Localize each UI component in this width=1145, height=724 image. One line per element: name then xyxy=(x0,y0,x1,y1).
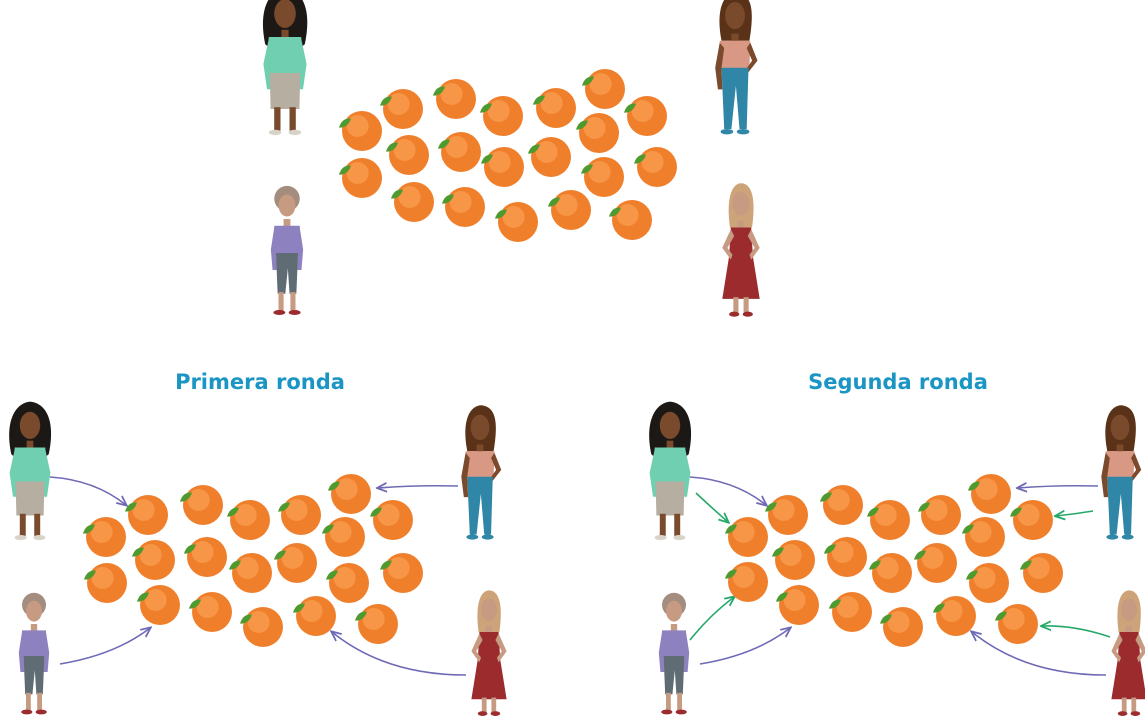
orange-round1-5 xyxy=(328,474,371,514)
orange-round2-8 xyxy=(772,540,815,580)
orange-round2-1 xyxy=(765,495,808,535)
arrow-round2-mint-second xyxy=(695,492,728,522)
orange-initial-5 xyxy=(582,69,625,109)
person-pink-round2 xyxy=(1101,405,1142,540)
orange-round1-9 xyxy=(184,537,227,577)
person-red-initial xyxy=(722,183,760,317)
orange-initial-4 xyxy=(533,88,576,128)
people-layer xyxy=(9,0,1145,716)
orange-round1-3 xyxy=(227,500,270,540)
arrow-round2-pink-first xyxy=(1018,486,1099,488)
orange-initial-2 xyxy=(433,79,476,119)
orange-round1-20 xyxy=(355,604,398,644)
orange-round2-4 xyxy=(918,495,961,535)
arrow-round1-lavender xyxy=(59,628,150,665)
orange-round1-7 xyxy=(83,517,126,557)
person-lavender-round1 xyxy=(18,592,50,715)
orange-initial-13 xyxy=(634,147,677,187)
arrow-round2-pink-second xyxy=(1056,511,1094,516)
orange-initial-17 xyxy=(495,202,538,242)
orange-initial-15 xyxy=(391,182,434,222)
orange-round2-16 xyxy=(829,592,872,632)
orange-round1-16 xyxy=(189,592,232,632)
orange-initial-9 xyxy=(438,132,481,172)
orange-round1-11 xyxy=(274,543,317,583)
orange-round2-19 xyxy=(966,563,1009,603)
round1-title: Primera ronda xyxy=(175,370,345,394)
orange-initial-18 xyxy=(548,190,591,230)
orange-initial-8 xyxy=(386,135,429,175)
orange-round2-12 xyxy=(962,517,1005,557)
arrow-round1-pink xyxy=(378,486,459,488)
orange-round2-20 xyxy=(995,604,1038,644)
orange-round2-11 xyxy=(914,543,957,583)
orange-initial-19 xyxy=(581,157,624,197)
orange-round1-8 xyxy=(132,540,175,580)
orange-initial-14 xyxy=(339,158,382,198)
arrow-round2-mint-first xyxy=(689,476,766,505)
orange-initial-1 xyxy=(380,89,423,129)
oranges-layer xyxy=(83,69,1063,647)
orange-round2-7 xyxy=(725,517,768,557)
arrow-round2-lavender-second xyxy=(689,597,734,641)
arrow-round2-red-second xyxy=(1042,626,1111,638)
orange-round1-6 xyxy=(370,500,413,540)
person-lavender-round2 xyxy=(658,592,690,715)
orange-round1-17 xyxy=(240,607,283,647)
orange-round1-14 xyxy=(84,563,127,603)
person-mint-round2 xyxy=(649,401,692,541)
orange-round2-13 xyxy=(1020,553,1063,593)
person-pink-round1 xyxy=(461,405,502,540)
orange-round1-2 xyxy=(180,485,223,525)
orange-round2-18 xyxy=(933,596,976,636)
arrows-layer xyxy=(49,476,1111,676)
orange-initial-12 xyxy=(576,113,619,153)
orange-initial-6 xyxy=(624,96,667,136)
orange-initial-20 xyxy=(609,200,652,240)
orange-round2-9 xyxy=(824,537,867,577)
person-lavender-initial xyxy=(270,185,304,316)
orange-round2-17 xyxy=(880,607,923,647)
orange-initial-16 xyxy=(442,187,485,227)
orange-round2-5 xyxy=(968,474,1011,514)
arrow-round2-red-first xyxy=(972,632,1107,676)
orange-round1-1 xyxy=(125,495,168,535)
orange-round1-19 xyxy=(326,563,369,603)
orange-round1-10 xyxy=(229,553,272,593)
person-red-round2 xyxy=(1111,590,1145,716)
person-red-round1 xyxy=(471,590,507,716)
arrow-round1-red xyxy=(332,632,467,676)
orange-initial-10 xyxy=(481,147,524,187)
orange-round1-4 xyxy=(278,495,321,535)
arrow-round2-lavender-first xyxy=(699,628,790,665)
orange-round1-15 xyxy=(137,585,180,625)
orange-round2-3 xyxy=(867,500,910,540)
orange-round2-14 xyxy=(725,562,768,602)
orange-initial-7 xyxy=(339,111,382,151)
orange-round2-10 xyxy=(869,553,912,593)
round2-title: Segunda ronda xyxy=(808,370,988,394)
orange-round2-6 xyxy=(1010,500,1053,540)
person-mint-initial xyxy=(262,0,308,136)
orange-round1-12 xyxy=(322,517,365,557)
orange-round1-18 xyxy=(293,596,336,636)
arrow-round1-mint xyxy=(49,476,126,505)
orange-initial-3 xyxy=(480,96,523,136)
orange-initial-11 xyxy=(528,137,571,177)
orange-round2-2 xyxy=(820,485,863,525)
person-mint-round1 xyxy=(9,401,52,541)
person-pink-initial xyxy=(715,0,758,135)
orange-round1-13 xyxy=(380,553,423,593)
orange-round2-15 xyxy=(776,585,819,625)
